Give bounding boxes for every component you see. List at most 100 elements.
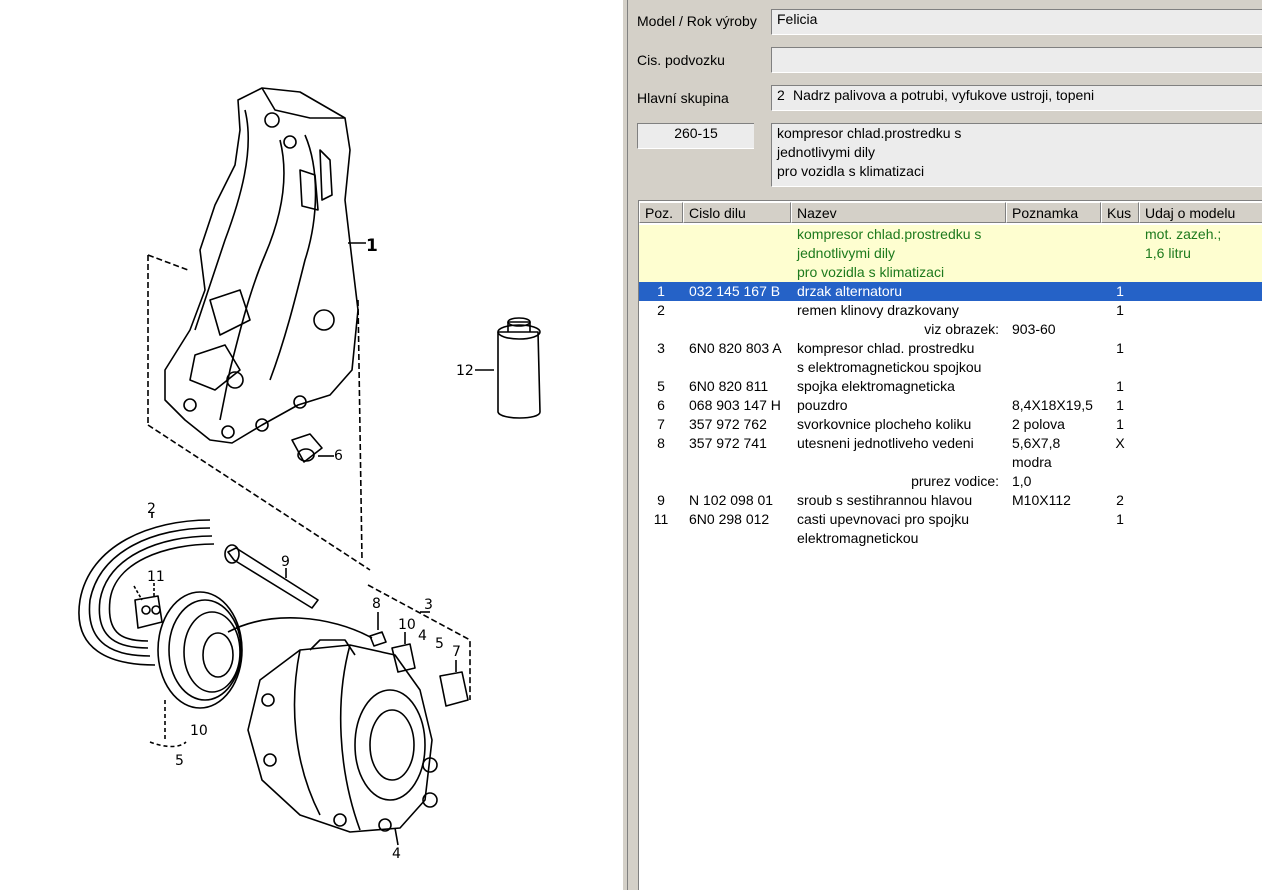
cell-qty: 1: [1105, 301, 1135, 320]
cell-name-line: remen klinovy drazkovany: [797, 302, 959, 318]
cell-name: sroub s sestihrannou hlavou: [797, 491, 1007, 510]
cell-name-line: pro vozidla s klimatizaci: [797, 264, 945, 280]
group-value: Nadrz palivova a potrubi, vyfukove ustro…: [793, 87, 1095, 103]
cell-name: remen klinovy drazkovany: [797, 301, 1007, 320]
cell-qty: 1: [1105, 377, 1135, 396]
chassis-label: Cis. podvozku: [637, 52, 725, 68]
cell-note-text: modra: [1012, 454, 1052, 470]
cell-name: drzak alternatoru: [797, 282, 1007, 301]
cell-qty-text: 1: [1116, 302, 1124, 318]
cell-part: 6N0 820 811: [689, 377, 789, 396]
cell-pos-text: 3: [657, 340, 665, 356]
callout-1: 1: [366, 236, 378, 256]
cell-pos-text: 8: [657, 435, 665, 451]
cell-part-text: 6N0 820 811: [689, 378, 769, 394]
cell-part-text: 6N0 298 012: [689, 511, 770, 527]
table-header: Poz. Cislo dilu Nazev Poznamka Kus Udaj …: [639, 202, 1262, 224]
cell-name-line: s elektromagnetickou spojkou: [797, 359, 982, 375]
callout-3: 3: [424, 597, 433, 613]
model-field[interactable]: Felicia: [771, 9, 1262, 35]
table-row[interactable]: 2 remen klinovy drazkovany 1: [639, 301, 1262, 320]
cell-part-text: N 102 098 01: [689, 492, 774, 508]
column-header-pos[interactable]: Poz.: [639, 202, 683, 223]
callout-10-top: 10: [398, 617, 416, 633]
cell-subname-text: viz obrazek:: [924, 321, 999, 337]
cell-name: spojka elektromagneticka: [797, 377, 1007, 396]
column-header-part[interactable]: Cislo dilu: [683, 202, 791, 223]
cell-model-line: 1,6 litru: [1145, 245, 1191, 261]
cell-subname: prurez vodice:: [797, 472, 999, 491]
cell-model: mot. zazeh.;1,6 litru: [1145, 225, 1262, 263]
cell-name-line: drzak alternatoru: [797, 283, 903, 299]
cell-name-line: utesneni jednotliveho vedeni: [797, 435, 974, 451]
table-row[interactable]: prurez vodice: 1,0: [639, 472, 1262, 491]
description-line-1: kompresor chlad.prostredku s: [777, 125, 962, 141]
cell-part: 032 145 167 B: [689, 282, 789, 301]
column-header-name[interactable]: Nazev: [791, 202, 1006, 223]
cell-note-text: 1,0: [1012, 473, 1032, 489]
cell-pos-text: 9: [657, 492, 665, 508]
cell-qty: 1: [1105, 339, 1135, 358]
description-line-2: jednotlivymi dily: [777, 144, 876, 160]
callout-5-bottom: 5: [175, 753, 184, 769]
cell-note: M10X112: [1012, 491, 1102, 510]
table-row[interactable]: 5 6N0 820 811 spojka elektromagneticka 1: [639, 377, 1262, 396]
cell-name-line: sroub s sestihrannou hlavou: [797, 492, 973, 508]
parts-table: Poz. Cislo dilu Nazev Poznamka Kus Udaj …: [638, 200, 1262, 890]
table-row[interactable]: 8 357 972 741 utesneni jednotliveho vedeni…: [639, 434, 1262, 472]
cell-note: 903-60: [1012, 320, 1102, 339]
cell-qty-text: 1: [1116, 283, 1124, 299]
description-field[interactable]: kompresor chlad.prostredku s jednotlivym…: [771, 123, 1262, 187]
callout-4-top: 4: [418, 628, 427, 644]
cell-pos: 9: [639, 491, 683, 510]
panel-splitter[interactable]: [622, 0, 628, 890]
cell-pos: 11: [639, 510, 683, 529]
cell-pos-text: 11: [653, 511, 669, 527]
cell-qty: 1: [1105, 396, 1135, 415]
cell-pos-text: 6: [657, 397, 665, 413]
cell-qty-text: 1: [1116, 340, 1124, 356]
cell-name-line: jednotlivymi dily: [797, 245, 896, 261]
parts-diagram: 1 12 6 2 9 11 8 3 10 4 5 7 10 5 4: [0, 0, 622, 890]
bracket-outline: [164, 87, 359, 444]
code-field[interactable]: 260-15: [637, 123, 754, 149]
cell-part: 6N0 820 803 A: [689, 339, 789, 358]
cell-note-text: M10X112: [1012, 492, 1071, 508]
callout-12: 12: [456, 363, 474, 379]
column-header-qty[interactable]: Kus: [1101, 202, 1139, 223]
table-row[interactable]: 9 N 102 098 01 sroub s sestihrannou hlavou…: [639, 491, 1262, 510]
callout-5-top: 5: [435, 636, 444, 652]
cell-qty-text: 1: [1116, 397, 1124, 413]
cell-qty: 1: [1105, 282, 1135, 301]
cell-name: kompresor chlad. prostredku s elektromagn…: [797, 339, 1007, 377]
cell-part-text: 357 972 741: [689, 435, 767, 451]
table-row[interactable]: 3 6N0 820 803 A kompresor chlad. prostredk…: [639, 339, 1262, 377]
table-row[interactable]: 1 032 145 167 B drzak alternatoru 1: [639, 282, 1262, 301]
cell-name-line: kompresor chlad. prostredku: [797, 340, 975, 356]
cell-qty: 2: [1105, 491, 1135, 510]
cell-qty: 1: [1105, 415, 1135, 434]
cell-pos-text: 7: [657, 416, 665, 432]
chassis-field[interactable]: [771, 47, 1262, 73]
cell-part: 357 972 741: [689, 434, 789, 453]
cell-pos-text: 1: [657, 283, 665, 299]
column-header-model[interactable]: Udaj o modelu: [1139, 202, 1262, 223]
table-row[interactable]: viz obrazek: 903-60: [639, 320, 1262, 339]
cell-part-text: 357 972 762: [689, 416, 767, 432]
cell-note-text: 2 polova: [1012, 416, 1065, 432]
model-value: Felicia: [777, 11, 818, 27]
cell-note: 1,0: [1012, 472, 1102, 491]
cell-qty-text: 1: [1116, 511, 1124, 527]
cell-name: pouzdro: [797, 396, 1007, 415]
cell-pos-text: 2: [657, 302, 665, 318]
cell-pos: 5: [639, 377, 683, 396]
callout-11: 11: [147, 569, 165, 585]
column-header-note[interactable]: Poznamka: [1006, 202, 1101, 223]
cell-note-text: 903-60: [1012, 321, 1056, 337]
